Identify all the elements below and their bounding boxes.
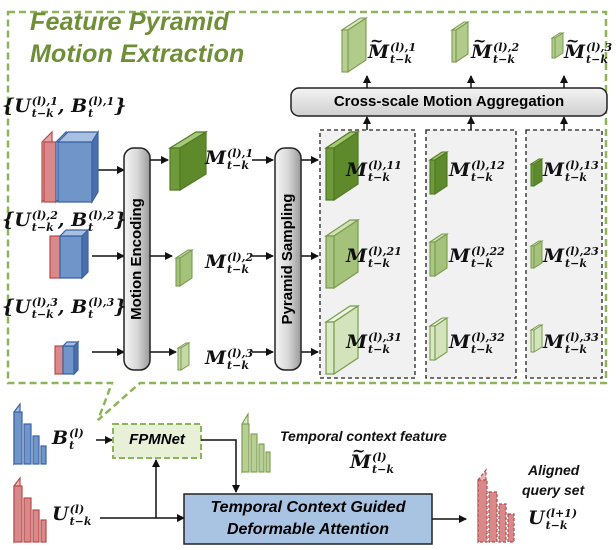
encoded-feature-2 <box>174 248 194 288</box>
aggregated-label-2: M(l),2t−k <box>471 33 519 65</box>
input-pair-2 <box>49 228 90 280</box>
aggregated-feature-3 <box>550 32 565 59</box>
aggregated-label-3: M(l),3t−k <box>564 33 612 65</box>
panel-title-line1: Feature Pyramid <box>30 8 229 36</box>
sampled-feature-23 <box>529 240 544 269</box>
sampled-feature-22 <box>428 232 449 278</box>
context-caption: Temporal context feature <box>280 428 447 444</box>
fpmnet-label: FPMNet <box>129 431 185 448</box>
encoded-feature-1 <box>167 130 209 192</box>
aggregated-label-1: M(l),1t−k <box>368 33 416 65</box>
tcgda-label-line1: Temporal Context Guided <box>210 499 406 516</box>
context-symbol: M(l)t−k <box>350 443 394 475</box>
input-pair-1 <box>41 129 100 205</box>
sampled-feature-11 <box>324 130 360 202</box>
u-input-pyramid <box>13 476 47 544</box>
b-input-label: B(l)t <box>52 427 84 452</box>
panel-title-line2: Motion Extraction <box>30 40 245 68</box>
sampled-feature-13 <box>529 158 544 187</box>
fpm-panel-border <box>6 10 608 421</box>
motion-encoding-block <box>123 147 151 371</box>
u-input-label: U(l)t−k <box>52 503 92 528</box>
aligned-caption-line1: Aligned <box>528 462 580 478</box>
sampled-feature-31 <box>324 304 360 376</box>
motion-encoding-label: Motion Encoding <box>128 198 145 320</box>
sampled-feature-12 <box>428 150 449 196</box>
encoded-feature-3 <box>176 342 191 371</box>
tcgda-block <box>183 493 433 545</box>
cross-scale-label: Cross-scale Motion Aggregation <box>333 93 565 110</box>
sampled-feature-32 <box>428 316 449 362</box>
aligned-symbol: U(l+1)t−k <box>528 507 578 532</box>
input-pair-3 <box>54 340 80 376</box>
sampled-feature-33 <box>529 324 544 353</box>
aggregated-feature-2 <box>450 20 470 64</box>
pyramid-sampling-label: Pyramid Sampling <box>279 193 296 325</box>
pyramid-sampling-block <box>274 147 302 371</box>
sampled-feature-21 <box>324 218 360 290</box>
tcgda-label-line2: Deformable Attention <box>226 521 390 538</box>
aligned-caption-line2: query set <box>522 482 585 498</box>
temporal-context-pyramid <box>241 412 271 474</box>
aggregated-feature-1 <box>340 16 368 74</box>
cross-scale-aggregation-block <box>290 87 608 117</box>
aligned-output-pyramid <box>477 468 515 544</box>
b-input-pyramid <box>13 402 47 466</box>
fpmnet-block <box>112 423 202 459</box>
